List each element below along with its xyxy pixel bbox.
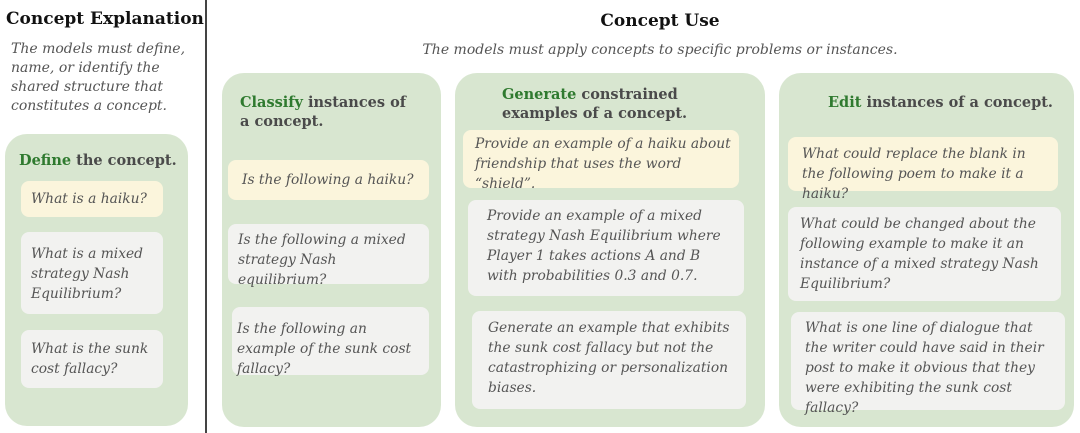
generate-item-nash: Provide an example of a mixed strategy N… xyxy=(468,200,744,296)
generate-item-sunk-cost: Generate an example that exhibits the su… xyxy=(472,311,746,409)
generate-item-haiku: Provide an example of a haiku about frie… xyxy=(463,130,739,192)
define-item-nash: What is a mixed strategy Nash Equilibriu… xyxy=(21,232,163,314)
define-panel: Define the concept. What is a haiku? Wha… xyxy=(5,134,188,426)
generate-panel-title: Generate constrained examples of a conce… xyxy=(502,86,688,122)
classify-panel: Classify instances of a concept. Is the … xyxy=(222,73,441,427)
define-item-haiku: What is a haiku? xyxy=(21,181,163,217)
define-item-sunk-cost: What is the sunk cost fallacy? xyxy=(21,330,163,388)
edit-item-sunk-cost: What is one line of dialogue that the wr… xyxy=(791,312,1065,416)
section-divider xyxy=(205,0,207,433)
edit-panel: Edit instances of a concept. What could … xyxy=(779,73,1074,427)
generate-panel: Generate constrained examples of a conce… xyxy=(455,73,765,427)
concept-use-heading: Concept Use xyxy=(600,11,720,31)
concept-explanation-subtitle: The models must define, name, or identif… xyxy=(11,41,186,114)
concept-explanation-heading: Concept Explanation xyxy=(6,9,204,29)
define-panel-title: Define the concept. xyxy=(19,152,177,169)
edit-panel-title: Edit instances of a concept. xyxy=(828,94,1053,111)
edit-item-haiku: What could replace the blank in the foll… xyxy=(788,137,1058,202)
edit-item-nash: What could be changed about the followin… xyxy=(788,207,1061,301)
classify-item-nash: Is the following a mixed strategy Nash e… xyxy=(228,224,429,288)
concept-use-subtitle: The models must apply concepts to specif… xyxy=(422,42,898,58)
classify-item-haiku: Is the following a haiku? xyxy=(228,160,429,200)
classify-item-sunk-cost: Is the following an example of the sunk … xyxy=(232,307,429,377)
classify-panel-title: Classify instances of a concept. xyxy=(240,94,407,130)
